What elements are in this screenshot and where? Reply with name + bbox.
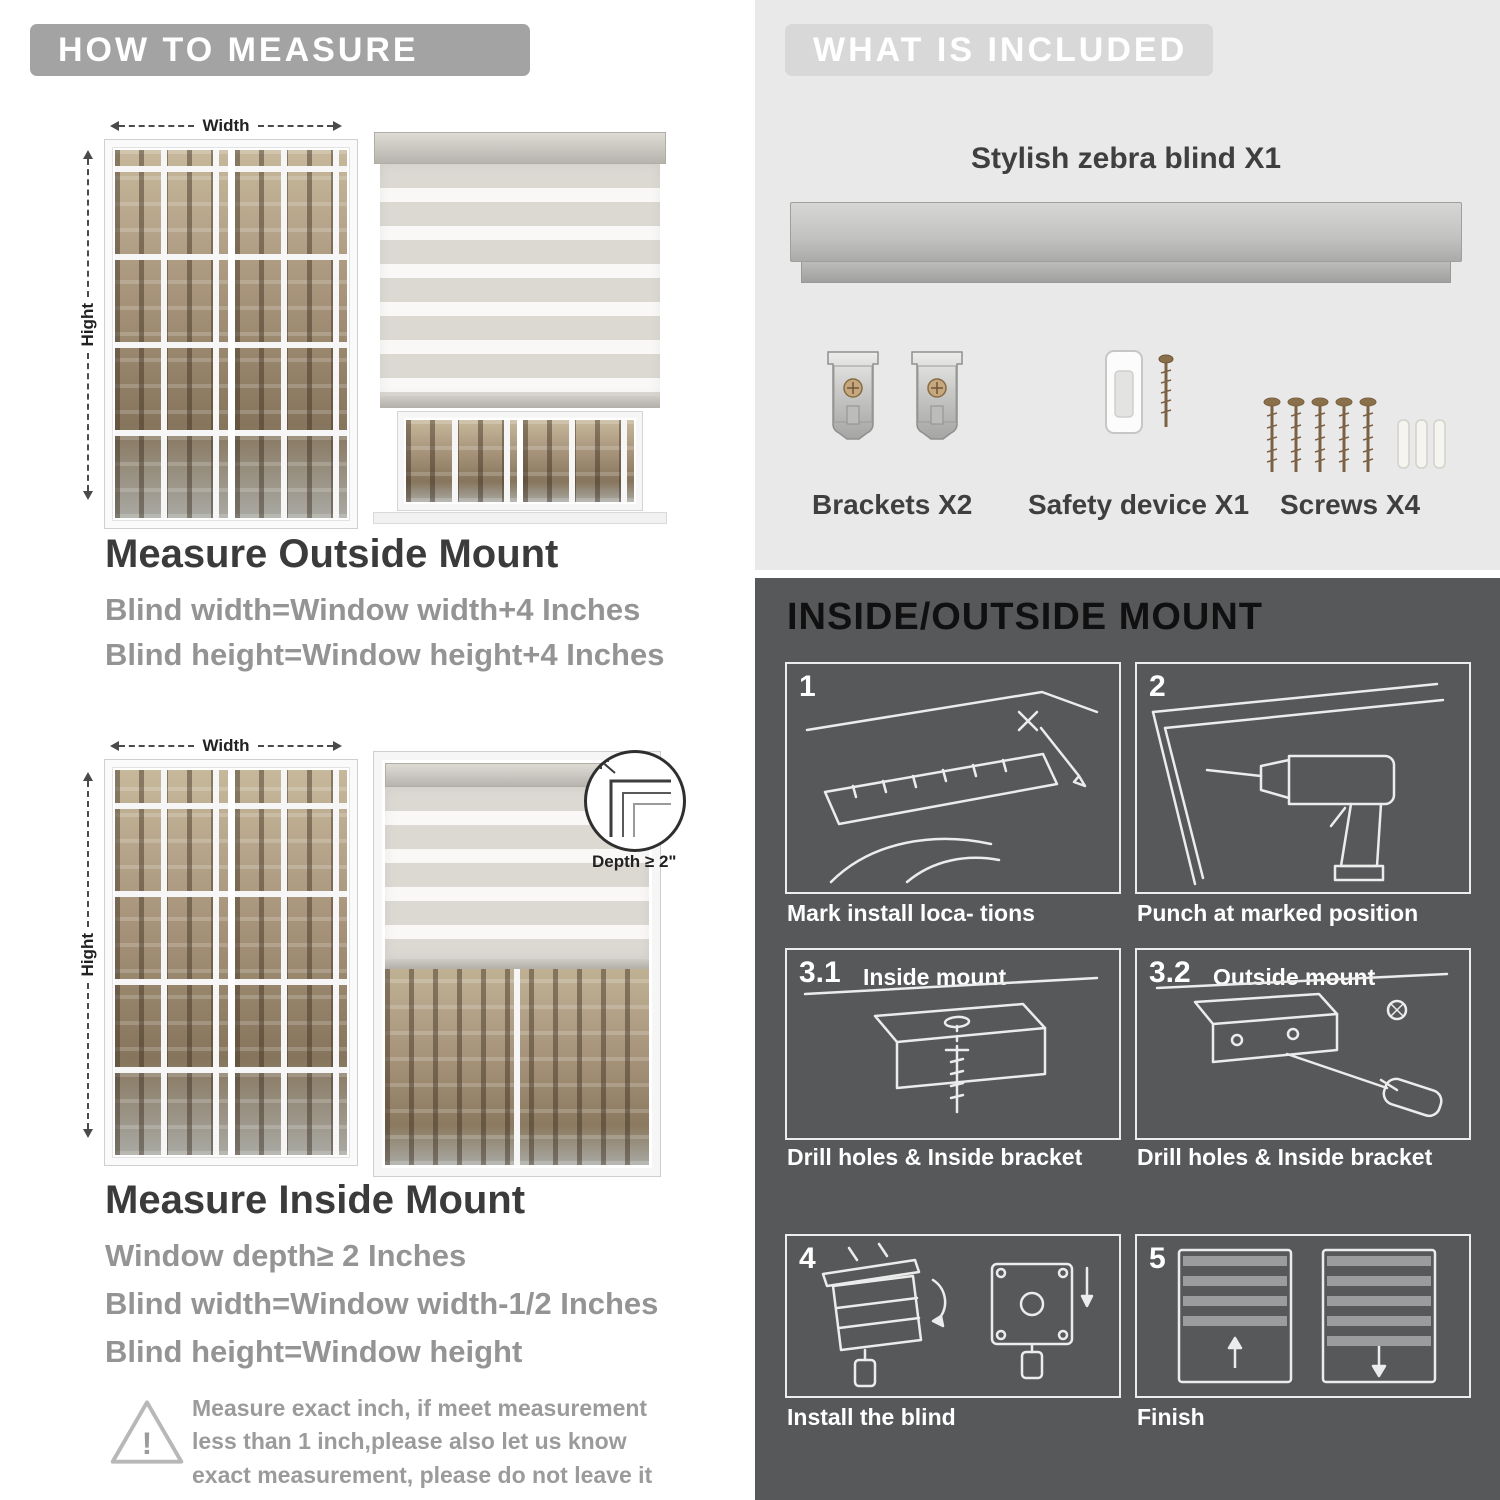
- headrail-top: [790, 202, 1462, 262]
- zebra-blind-headrail-illustration: [790, 202, 1462, 283]
- what-is-included-title: WHAT IS INCLUDED: [813, 30, 1188, 69]
- outside-width-label: Width: [202, 116, 250, 135]
- step-caption-2: Punch at marked position: [1137, 900, 1419, 926]
- outside-bracket-screwdriver-icon: [1155, 972, 1449, 1118]
- step-box-2: 2: [1135, 662, 1471, 894]
- outside-rule-2: Blind height=Window height+4 Inches: [105, 637, 665, 672]
- window-pane-photo: [523, 420, 634, 502]
- window-pane-photo: [115, 770, 228, 1155]
- safety-device-label: Safety device X1: [1028, 489, 1250, 520]
- measure-outside-title: Measure Outside Mount: [105, 532, 559, 576]
- drill-icon: [1151, 682, 1445, 886]
- zebra-blind-qty-label: Stylish zebra blind X1: [970, 142, 1282, 175]
- blind-bottom-rail: [385, 959, 649, 969]
- window-below-blind: [398, 412, 642, 510]
- inside-rule-2: Blind width=Window width-1/2 Inches: [105, 1286, 659, 1321]
- blind-cassette: [374, 132, 666, 164]
- window-pane-photo: [234, 770, 347, 1155]
- outside-width-arrow: Width: [110, 116, 342, 135]
- inside-rule-3: Blind height=Window height: [105, 1334, 523, 1369]
- step-box-3-2: 3.2 Outside mount: [1135, 948, 1471, 1140]
- warning-exclamation: !: [142, 1426, 152, 1461]
- window-pane-photo: [385, 969, 649, 1165]
- screws-label: Screws X4: [1280, 489, 1421, 520]
- what-is-included-banner: WHAT IS INCLUDED: [785, 24, 1213, 76]
- window-illustration-inside: [105, 760, 357, 1165]
- window-pane-photo: [115, 150, 228, 518]
- step-sub-label: Outside mount: [1213, 964, 1376, 990]
- window-corner-zoom-icon: [600, 760, 671, 837]
- outside-height-label: Hight: [78, 303, 97, 347]
- how-to-measure-banner: HOW TO MEASURE: [30, 24, 530, 76]
- step-number: 3.2: [1149, 956, 1191, 989]
- headrail-bottom: [801, 262, 1451, 283]
- step-caption-5: Finish: [1137, 1404, 1205, 1430]
- mark-locations-icon: [805, 690, 1099, 884]
- step-number: 1: [799, 670, 816, 703]
- depth-label: Depth ≥ 2": [592, 852, 677, 871]
- step-caption-4: Install the blind: [787, 1404, 956, 1430]
- outside-height-arrow: Hight: [78, 150, 97, 500]
- outside-rule-1: Blind width=Window width+4 Inches: [105, 592, 641, 627]
- step-box-1: 1: [785, 662, 1121, 894]
- window-illustration-outside: [105, 140, 357, 528]
- bracket-icon: [911, 351, 963, 440]
- step-number: 2: [1149, 670, 1166, 703]
- step-box-4: 4: [785, 1234, 1121, 1398]
- install-blind-icon: [821, 1242, 1094, 1388]
- step-caption-3-2: Drill holes & Inside bracket: [1137, 1144, 1433, 1170]
- window-sill: [374, 513, 666, 523]
- finished-blinds-icon: [1177, 1248, 1437, 1384]
- warning-triangle-icon: !: [110, 1400, 184, 1464]
- inside-rule-1: Window depth≥ 2 Inches: [105, 1238, 467, 1273]
- mount-section-title: INSIDE/OUTSIDE MOUNT: [787, 596, 1264, 638]
- safety-device-icon: [1105, 350, 1174, 434]
- blind-bottom-rail: [380, 396, 660, 408]
- step-number: 4: [799, 1242, 816, 1275]
- step-number: 5: [1149, 1242, 1166, 1275]
- step-box-3-1: 3.1 Inside mount: [785, 948, 1121, 1140]
- step-number: 3.1: [799, 956, 841, 989]
- how-to-measure-title: HOW TO MEASURE: [58, 30, 419, 69]
- blind-zebra-stripes: [380, 164, 660, 396]
- inside-height-label: Hight: [78, 933, 97, 977]
- step-box-5: 5: [1135, 1234, 1471, 1398]
- inside-bracket-screw-icon: [803, 976, 1099, 1114]
- measurement-note: Measure exact inch, if meet measurement …: [192, 1395, 653, 1488]
- inside-height-arrow: Hight: [78, 772, 97, 1138]
- inside-width-label: Width: [202, 736, 250, 755]
- screws-and-anchors-icon: [1263, 397, 1446, 472]
- depth-callout-circle: [584, 750, 686, 852]
- measure-inside-title: Measure Inside Mount: [105, 1178, 526, 1222]
- what-is-included-panel: [755, 0, 1500, 570]
- step-caption-3-1: Drill holes & Inside bracket: [787, 1144, 1083, 1170]
- brackets-label: Brackets X2: [812, 489, 973, 520]
- step-caption-1: Mark install loca- tions: [787, 900, 1035, 926]
- inside-width-arrow: Width: [110, 736, 342, 755]
- window-pane-photo: [234, 150, 347, 518]
- bracket-icon: [827, 351, 879, 440]
- window-pane-photo: [406, 420, 517, 502]
- zebra-blind-outside-illustration: [374, 132, 666, 523]
